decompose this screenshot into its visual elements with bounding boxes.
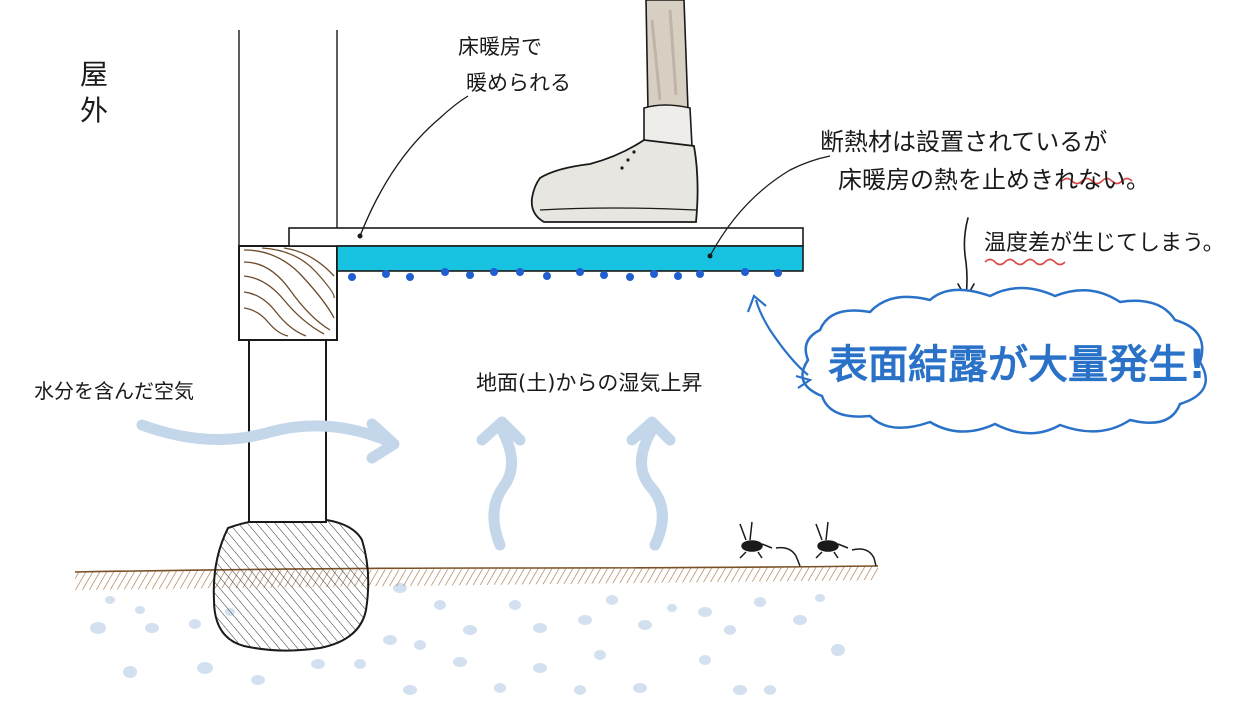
foundation-stone [212,516,370,652]
soil-moisture-dots [90,583,845,695]
cricket-icon [739,521,801,567]
condensation-droplets [348,268,782,281]
boot-icon [530,0,699,223]
humid-air-arrow [136,418,400,464]
insulation-layer [336,245,804,272]
label-insulation-2: 床暖房の熱を止めきれない。 [838,166,1150,194]
label-temp-diff: 温度差が生じてしまう。 [984,231,1225,256]
leader-lines [359,95,831,257]
wavy-underlines [984,177,1133,266]
exterior-wall [238,30,338,246]
label-insulation-1: 断熱材は設置されているが [820,128,1107,156]
label-condensation: 表面結露が大量発生! [828,342,1206,388]
temp-diff-arrow [957,217,975,300]
wood-sill-beam [238,245,338,341]
condensation-callout [746,286,1208,435]
label-ground-moisture: 地面(土)からの湿気上昇 [476,371,702,395]
cricket-icon-2 [815,521,877,567]
ground-moisture-arrow-left [476,416,526,551]
label-floor-heated-1: 床暖房で [458,35,542,59]
ground-surface [74,565,879,590]
label-humid-air: 水分を含んだ空気 [34,379,194,403]
label-outdoor-1: 屋 [80,58,108,91]
label-floor-heated-2: 暖められる [466,71,571,95]
ground-moisture-arrow-right [626,416,676,551]
label-outdoor-2: 外 [80,94,108,127]
